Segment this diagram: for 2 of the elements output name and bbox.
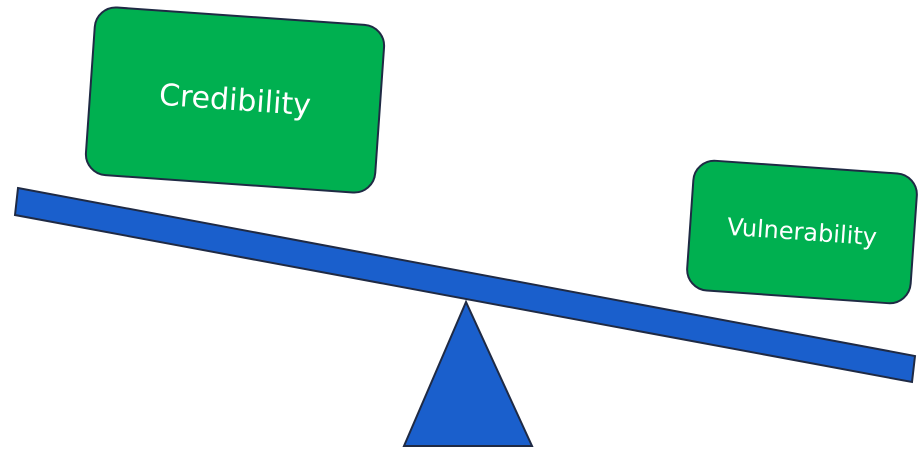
card-label: Credibility <box>158 77 312 123</box>
card-label: Vulnerability <box>726 212 878 252</box>
